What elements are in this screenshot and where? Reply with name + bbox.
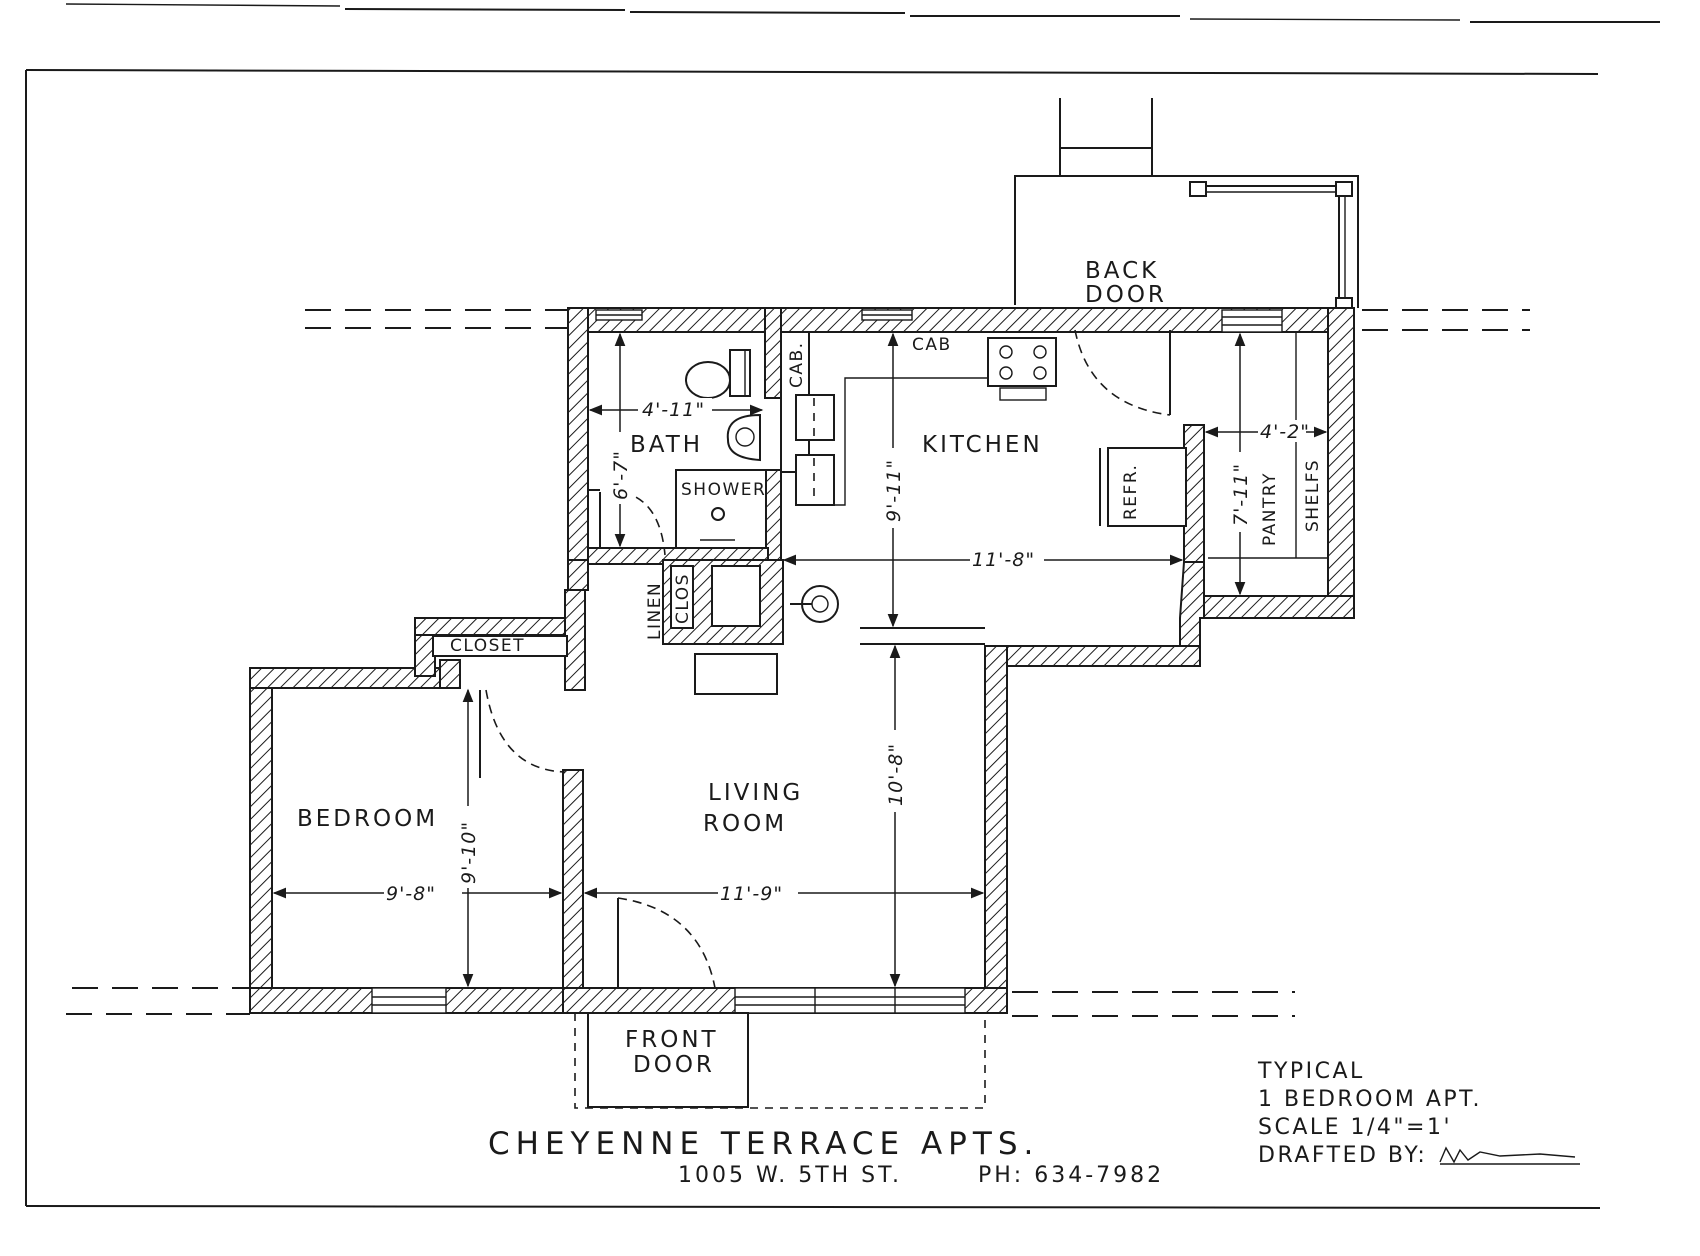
dim-pantry-width: 4'-2": [1260, 421, 1310, 443]
back-porch: [1014, 98, 1359, 311]
dim-bedroom-depth: 9'-10": [458, 821, 480, 884]
room-labels: BATH KITCHEN LIVING ROOM BEDROOM BACK DO…: [297, 258, 1167, 1078]
drafter-signature: [1439, 1146, 1580, 1165]
dim-living-depth: 10'-8": [885, 743, 907, 806]
dim-kitchen-depth: 9'-11": [883, 459, 905, 522]
label-linen: LINEN: [645, 582, 665, 640]
title-address: 1005 W. 5TH ST.: [678, 1163, 902, 1188]
dim-living-width: 11'-9": [720, 883, 783, 905]
kitchen-fixtures: [694, 331, 1328, 695]
label-back-door: DOOR: [1085, 282, 1167, 308]
room-label-living-room: ROOM: [703, 811, 787, 837]
note-typical: TYPICAL: [1257, 1059, 1365, 1084]
label-shower: SHOWER: [681, 480, 766, 500]
dimension-labels: 4'-11" 6'-7" 9'-11" 11'-8" 7'-11" 4'-2" …: [384, 398, 1310, 905]
dim-bath-depth: 6'-7": [610, 450, 632, 500]
note-unit-type: 1 BEDROOM APT.: [1258, 1087, 1482, 1112]
label-cab-vertical: CAB.: [787, 341, 807, 388]
label-front-door: DOOR: [633, 1052, 715, 1078]
fixture-labels: SHOWER CAB. CAB REFR. PANTRY SHELFS LINE…: [450, 335, 1323, 656]
door-swings: [479, 329, 1171, 989]
room-label-kitchen: KITCHEN: [922, 432, 1043, 458]
room-label-bath: BATH: [630, 432, 703, 458]
windows: [371, 309, 1283, 1014]
walls: [249, 307, 1355, 1014]
label-cab: CAB: [912, 335, 952, 355]
room-label-bedroom: BEDROOM: [297, 806, 438, 832]
dim-bedroom-width: 9'-8": [386, 883, 436, 905]
note-scale: SCALE 1/4"=1': [1258, 1115, 1452, 1140]
title-phone: PH: 634-7982: [978, 1163, 1164, 1188]
label-refr: REFR.: [1121, 464, 1141, 520]
bath-fixtures: [588, 349, 767, 549]
label-closet: CLOSET: [450, 636, 525, 656]
label-back: BACK: [1085, 258, 1159, 284]
label-front: FRONT: [625, 1027, 719, 1053]
sheet-border: [25, 3, 1660, 1209]
label-shelfs: SHELFS: [1303, 459, 1323, 532]
reference-lines: [66, 309, 1530, 1017]
dim-bath-width: 4'-11": [642, 399, 705, 421]
front-stoop: [574, 1012, 986, 1109]
drawing-notes: TYPICAL 1 BEDROOM APT. SCALE 1/4"=1' DRA…: [1257, 1059, 1580, 1168]
note-drafted-by: DRAFTED BY:: [1258, 1143, 1427, 1168]
room-label-living: LIVING: [708, 780, 803, 806]
label-pantry: PANTRY: [1260, 472, 1280, 546]
title-building-name: CHEYENNE TERRACE APTS.: [488, 1126, 1039, 1162]
dim-kitchen-width: 11'-8": [972, 549, 1035, 571]
dim-pantry-depth: 7'-11": [1230, 463, 1252, 526]
label-clos: CLOS: [673, 573, 693, 624]
title-block: CHEYENNE TERRACE APTS. 1005 W. 5TH ST. P…: [488, 1126, 1164, 1188]
